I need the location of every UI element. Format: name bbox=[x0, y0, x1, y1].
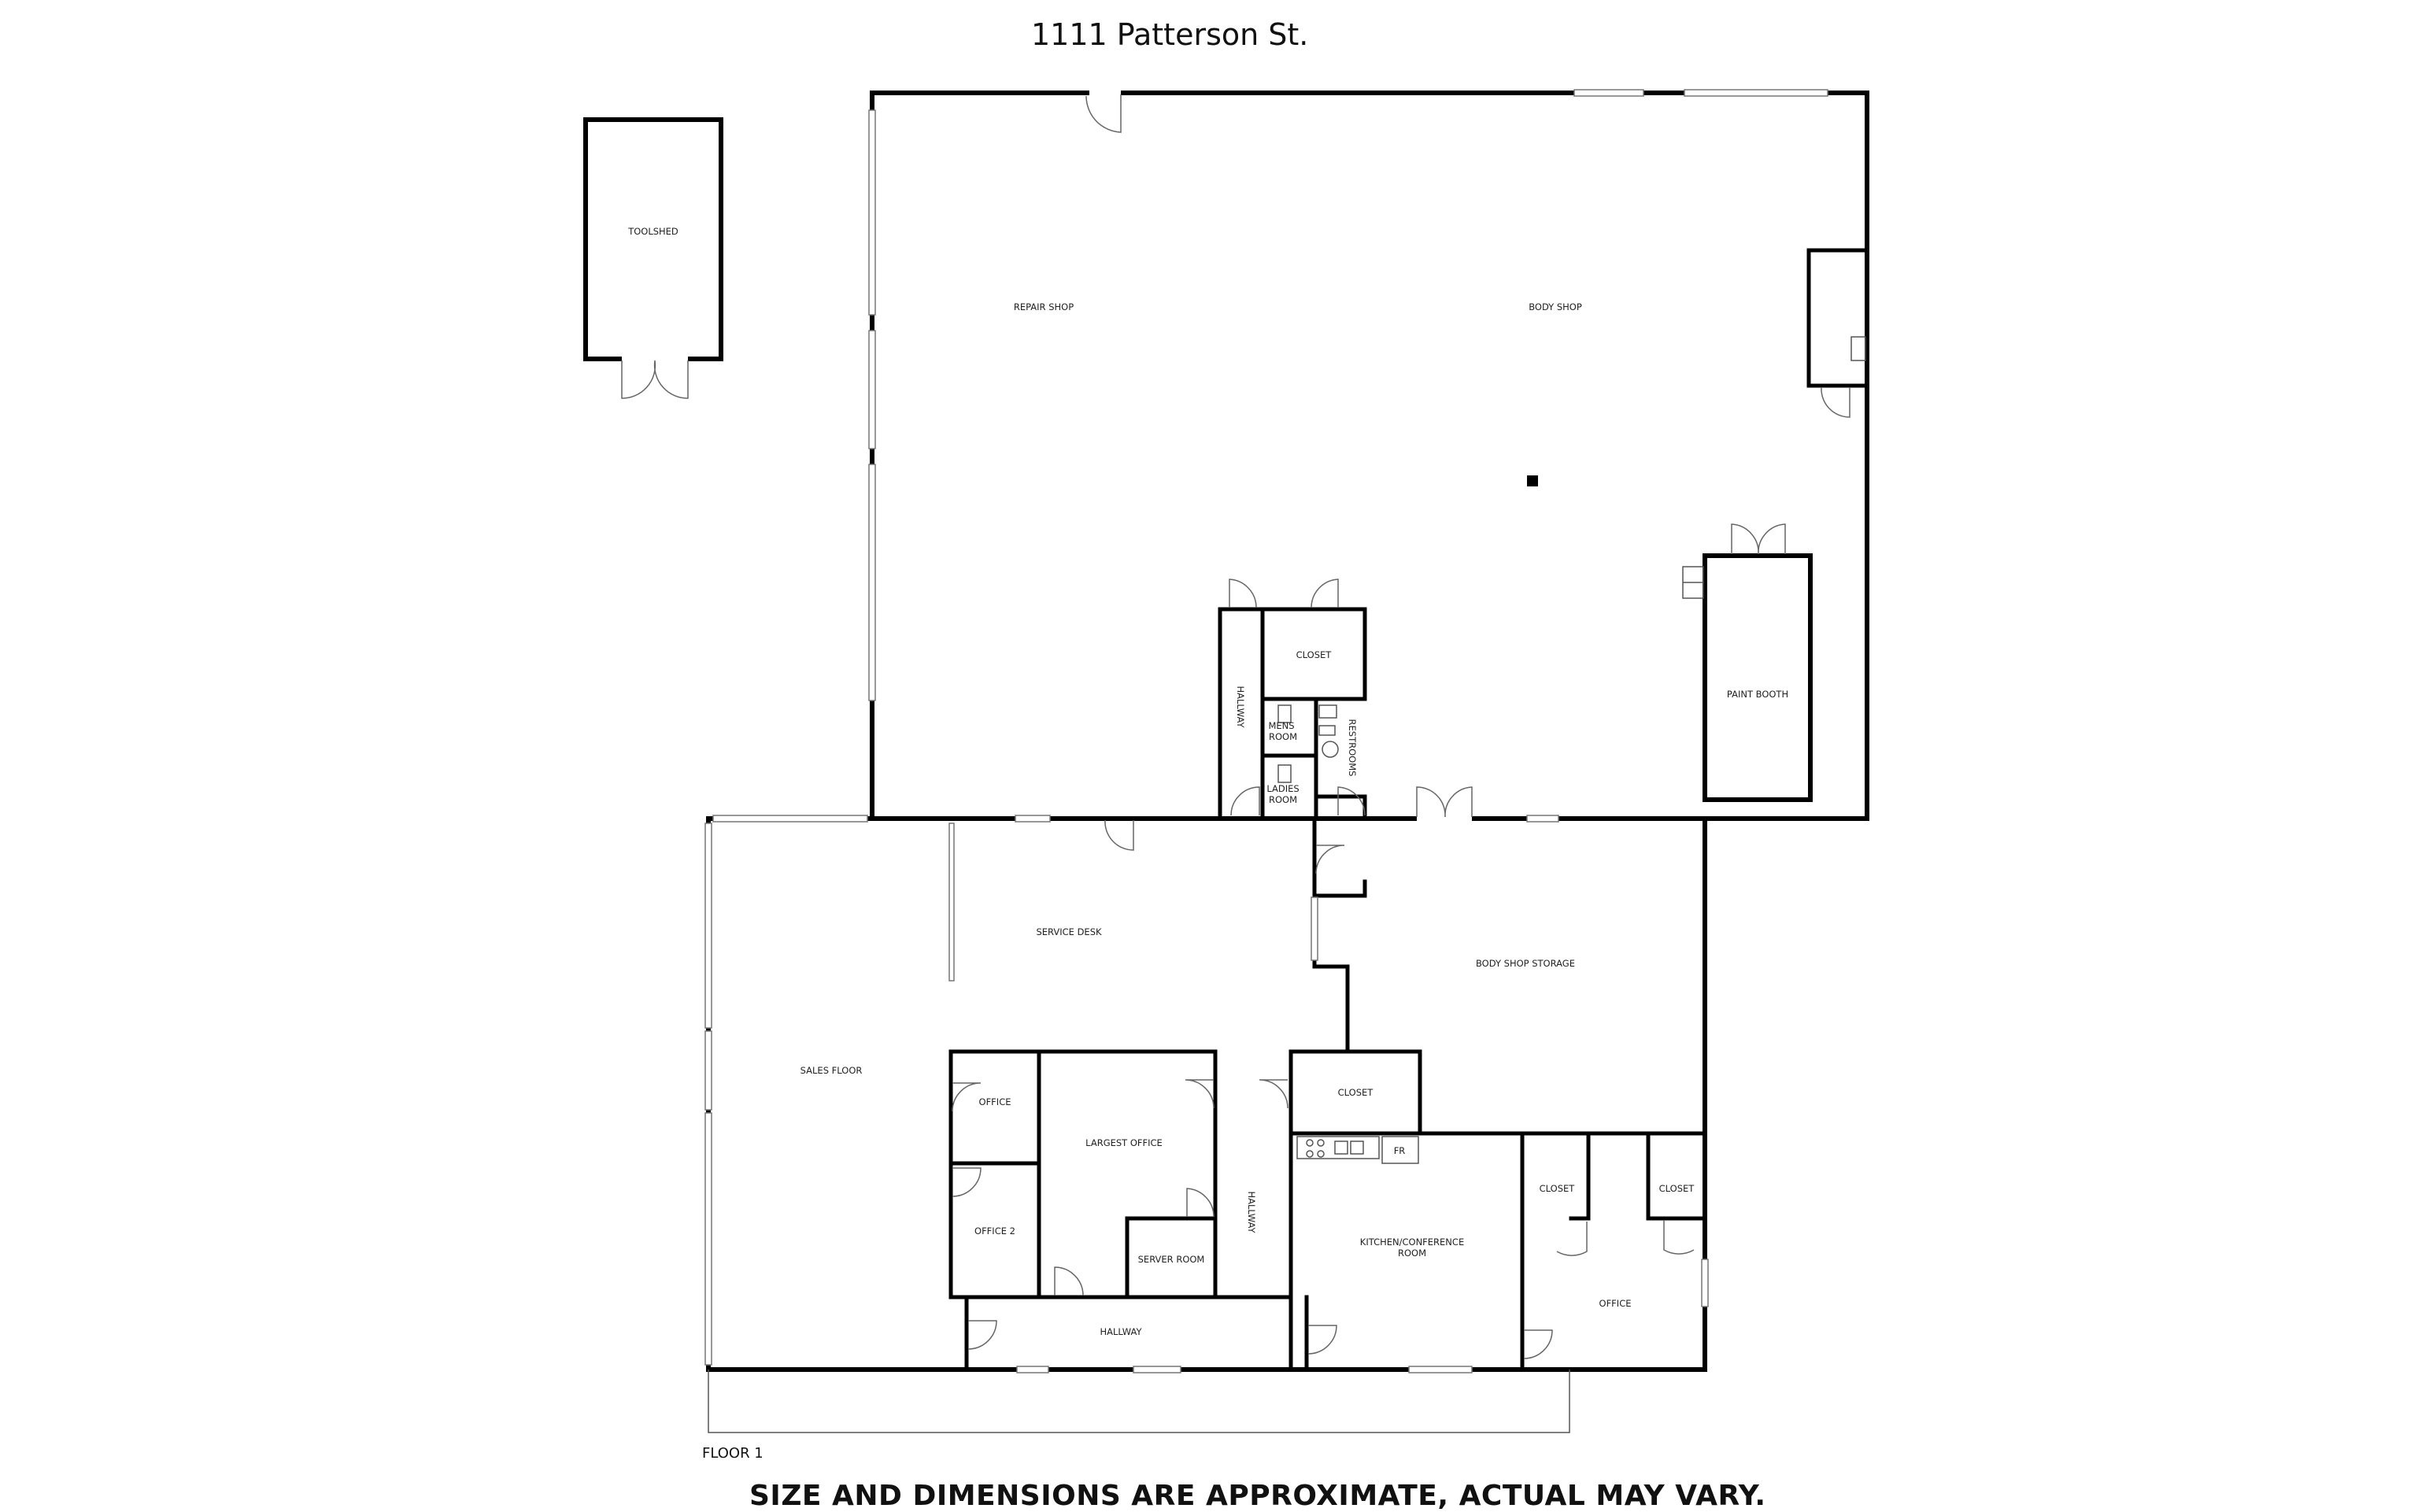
column-icon bbox=[1527, 475, 1538, 486]
room-label-mens-1: MENS bbox=[1268, 720, 1294, 731]
room-label-body-shop-storage: BODY SHOP STORAGE bbox=[1476, 958, 1575, 969]
room-label-office-right: OFFICE bbox=[1599, 1298, 1632, 1309]
hallway-door-icon bbox=[1229, 579, 1257, 608]
room-label-kitchen-2: ROOM bbox=[1398, 1248, 1426, 1259]
room-label-body-shop: BODY SHOP bbox=[1529, 301, 1582, 312]
toolshed-door-icon bbox=[621, 360, 689, 399]
room-label-paint-booth: PAINT BOOTH bbox=[1727, 689, 1788, 700]
room-label-service-desk: SERVICE DESK bbox=[1036, 926, 1102, 937]
room-label-server-room: SERVER ROOM bbox=[1138, 1254, 1205, 1265]
room-label-mens-2: ROOM bbox=[1269, 731, 1297, 742]
toolshed: TOOLSHED bbox=[583, 117, 723, 399]
room-label-office-2: OFFICE 2 bbox=[974, 1225, 1015, 1237]
room-label-closet-right-a: CLOSET bbox=[1540, 1183, 1576, 1194]
floor-label: FLOOR 1 bbox=[702, 1445, 763, 1462]
room-label-restrooms: RESTROOMS bbox=[1347, 719, 1358, 777]
room-label-repair-shop: REPAIR SHOP bbox=[1014, 301, 1074, 312]
room-label-closet-mid: CLOSET bbox=[1338, 1087, 1374, 1098]
room-label-ladies-1: LADIES bbox=[1266, 783, 1299, 794]
room-label-office: OFFICE bbox=[979, 1096, 1011, 1107]
repair-shop-top-door-icon bbox=[1085, 94, 1122, 133]
body-shop-double-door-icon bbox=[1416, 786, 1473, 818]
room-label-ladies-2: ROOM bbox=[1269, 794, 1297, 805]
closet-door-icon bbox=[1311, 579, 1339, 608]
room-label-hallway-bottom: HALLWAY bbox=[1100, 1326, 1142, 1337]
room-label-closet-right-b: CLOSET bbox=[1659, 1183, 1695, 1194]
plan-title: 1111 Patterson St. bbox=[1031, 17, 1309, 52]
room-label-largest-office: LARGEST OFFICE bbox=[1085, 1137, 1163, 1148]
paint-booth-door-icon bbox=[1731, 523, 1786, 555]
disclaimer-text: SIZE AND DIMENSIONS ARE APPROXIMATE, ACT… bbox=[749, 1480, 1766, 1512]
fridge-label: FR bbox=[1394, 1145, 1406, 1156]
room-label-hallway-vertical: HALLWAY bbox=[1235, 686, 1246, 728]
room-label-closet-top: CLOSET bbox=[1296, 649, 1333, 660]
lower-building: CLOSET HALLWAY OFFICE OFFICE 2 LARGEST O… bbox=[704, 786, 1709, 1433]
room-label-toolshed: TOOLSHED bbox=[627, 226, 678, 237]
shop-building: PAINT BOOTH CLOSET HALLWAY RESTROOMS MEN… bbox=[868, 89, 1869, 821]
room-label-sales-floor: SALES FLOOR bbox=[800, 1065, 863, 1076]
room-label-hallway-mid: HALLWAY bbox=[1246, 1191, 1257, 1233]
room-label-kitchen-1: KITCHEN/CONFERENCE bbox=[1360, 1237, 1464, 1248]
